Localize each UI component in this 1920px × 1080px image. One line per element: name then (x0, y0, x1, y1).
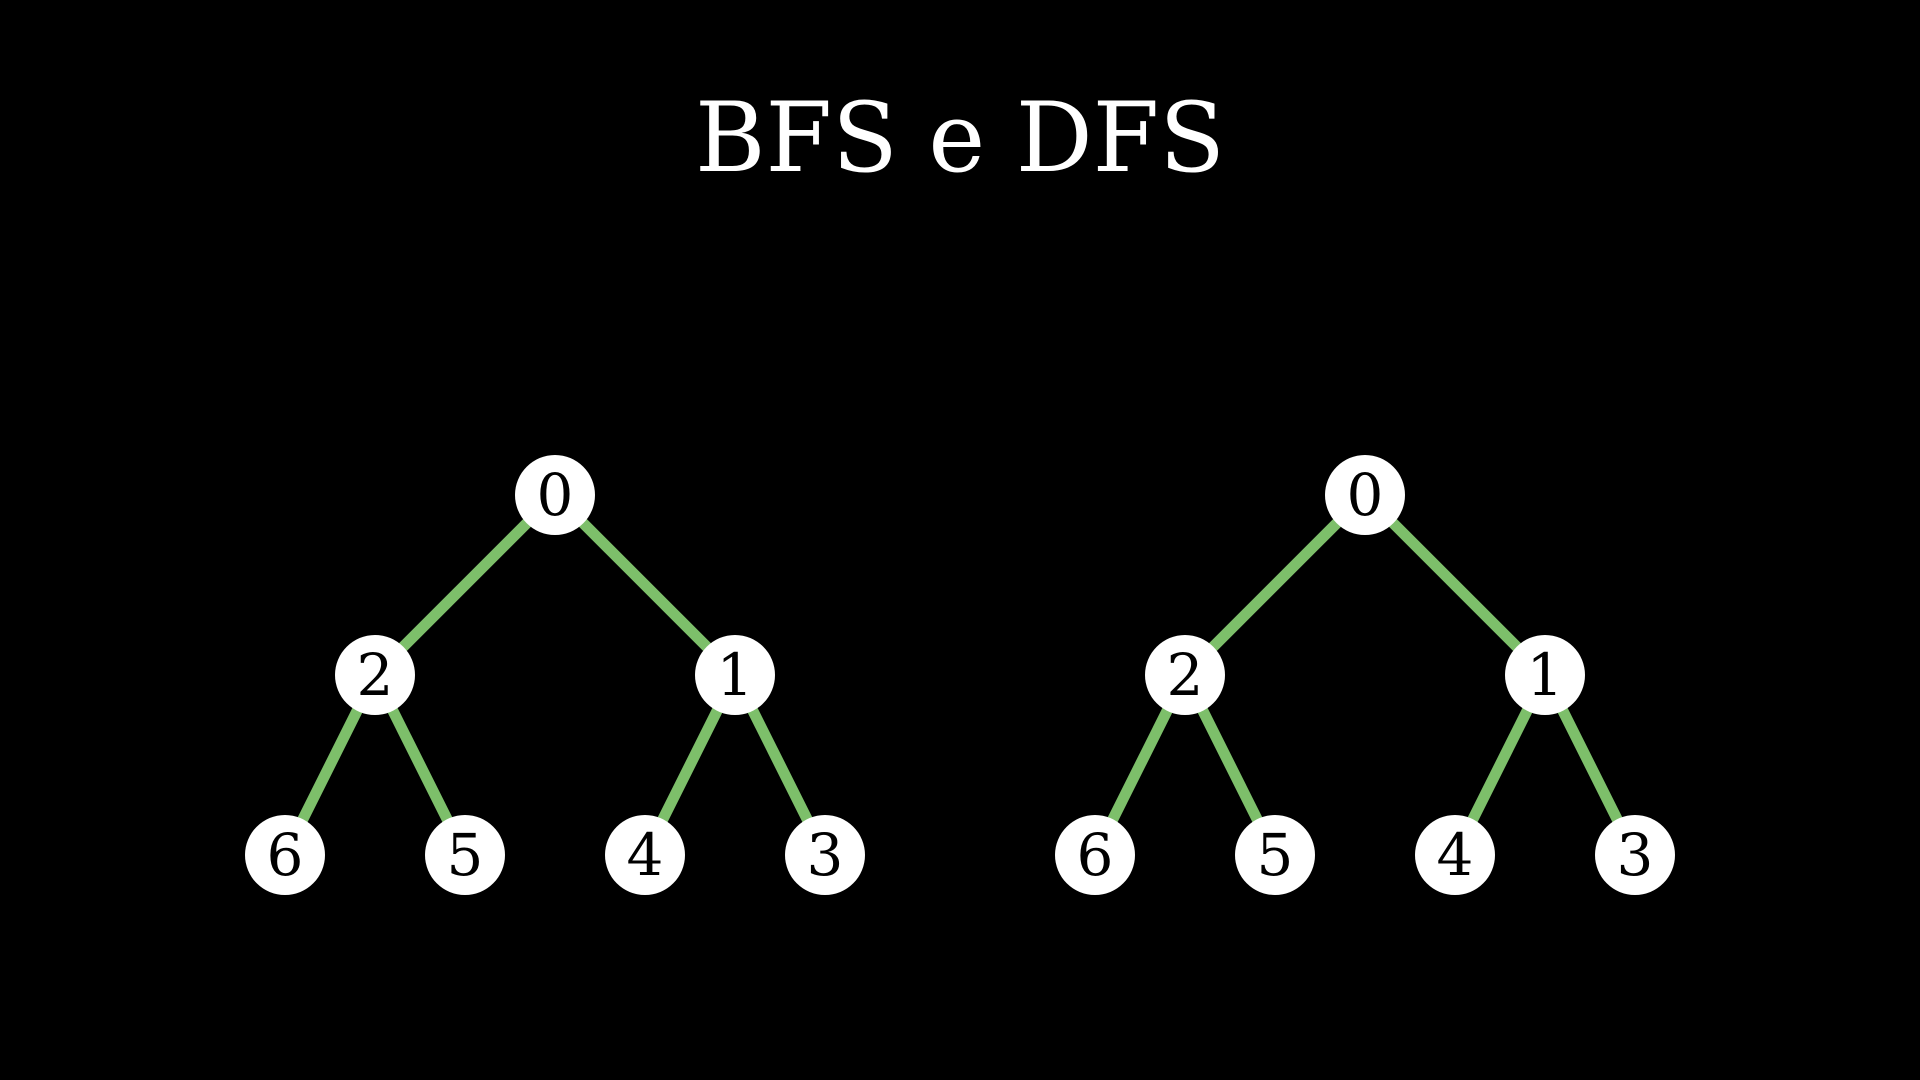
node-label: 4 (1437, 821, 1474, 889)
node-circle (695, 635, 775, 715)
node-1: 1 (695, 635, 775, 715)
node-label: 2 (1167, 641, 1204, 709)
node-circle (1325, 455, 1405, 535)
node-label: 6 (1077, 821, 1114, 889)
node-5: 5 (1235, 815, 1315, 895)
edge-n0-n1 (1361, 491, 1549, 679)
node-2: 2 (1145, 635, 1225, 715)
edge-n0-n1 (551, 491, 739, 679)
node-circle (1055, 815, 1135, 895)
node-label: 5 (1257, 821, 1294, 889)
node-circle (785, 815, 865, 895)
node-label: 6 (267, 821, 304, 889)
node-label: 3 (1617, 821, 1654, 889)
node-circle (245, 815, 325, 895)
node-4: 4 (605, 815, 685, 895)
node-3: 3 (1595, 815, 1675, 895)
diagram-title: BFS e DFS (694, 82, 1226, 194)
node-2: 2 (335, 635, 415, 715)
node-circle (335, 635, 415, 715)
node-0: 0 (1325, 455, 1405, 535)
node-1: 1 (1505, 635, 1585, 715)
node-circle (1235, 815, 1315, 895)
node-5: 5 (425, 815, 505, 895)
node-label: 3 (807, 821, 844, 889)
node-circle (1505, 635, 1585, 715)
node-6: 6 (1055, 815, 1135, 895)
node-label: 0 (537, 461, 574, 529)
node-label: 1 (1527, 641, 1564, 709)
node-circle (515, 455, 595, 535)
tree-right: 0 2 1 6 5 4 3 (1055, 455, 1675, 895)
node-circle (1145, 635, 1225, 715)
node-label: 5 (447, 821, 484, 889)
tree-left: 0 2 1 6 5 4 3 (245, 455, 865, 895)
node-3: 3 (785, 815, 865, 895)
node-label: 2 (357, 641, 394, 709)
node-4: 4 (1415, 815, 1495, 895)
node-circle (1415, 815, 1495, 895)
edge-n0-n2 (371, 491, 559, 679)
node-circle (1595, 815, 1675, 895)
edge-n0-n2 (1181, 491, 1369, 679)
node-0: 0 (515, 455, 595, 535)
node-circle (425, 815, 505, 895)
node-label: 0 (1347, 461, 1384, 529)
node-6: 6 (245, 815, 325, 895)
node-label: 1 (717, 641, 754, 709)
node-label: 4 (627, 821, 664, 889)
node-circle (605, 815, 685, 895)
